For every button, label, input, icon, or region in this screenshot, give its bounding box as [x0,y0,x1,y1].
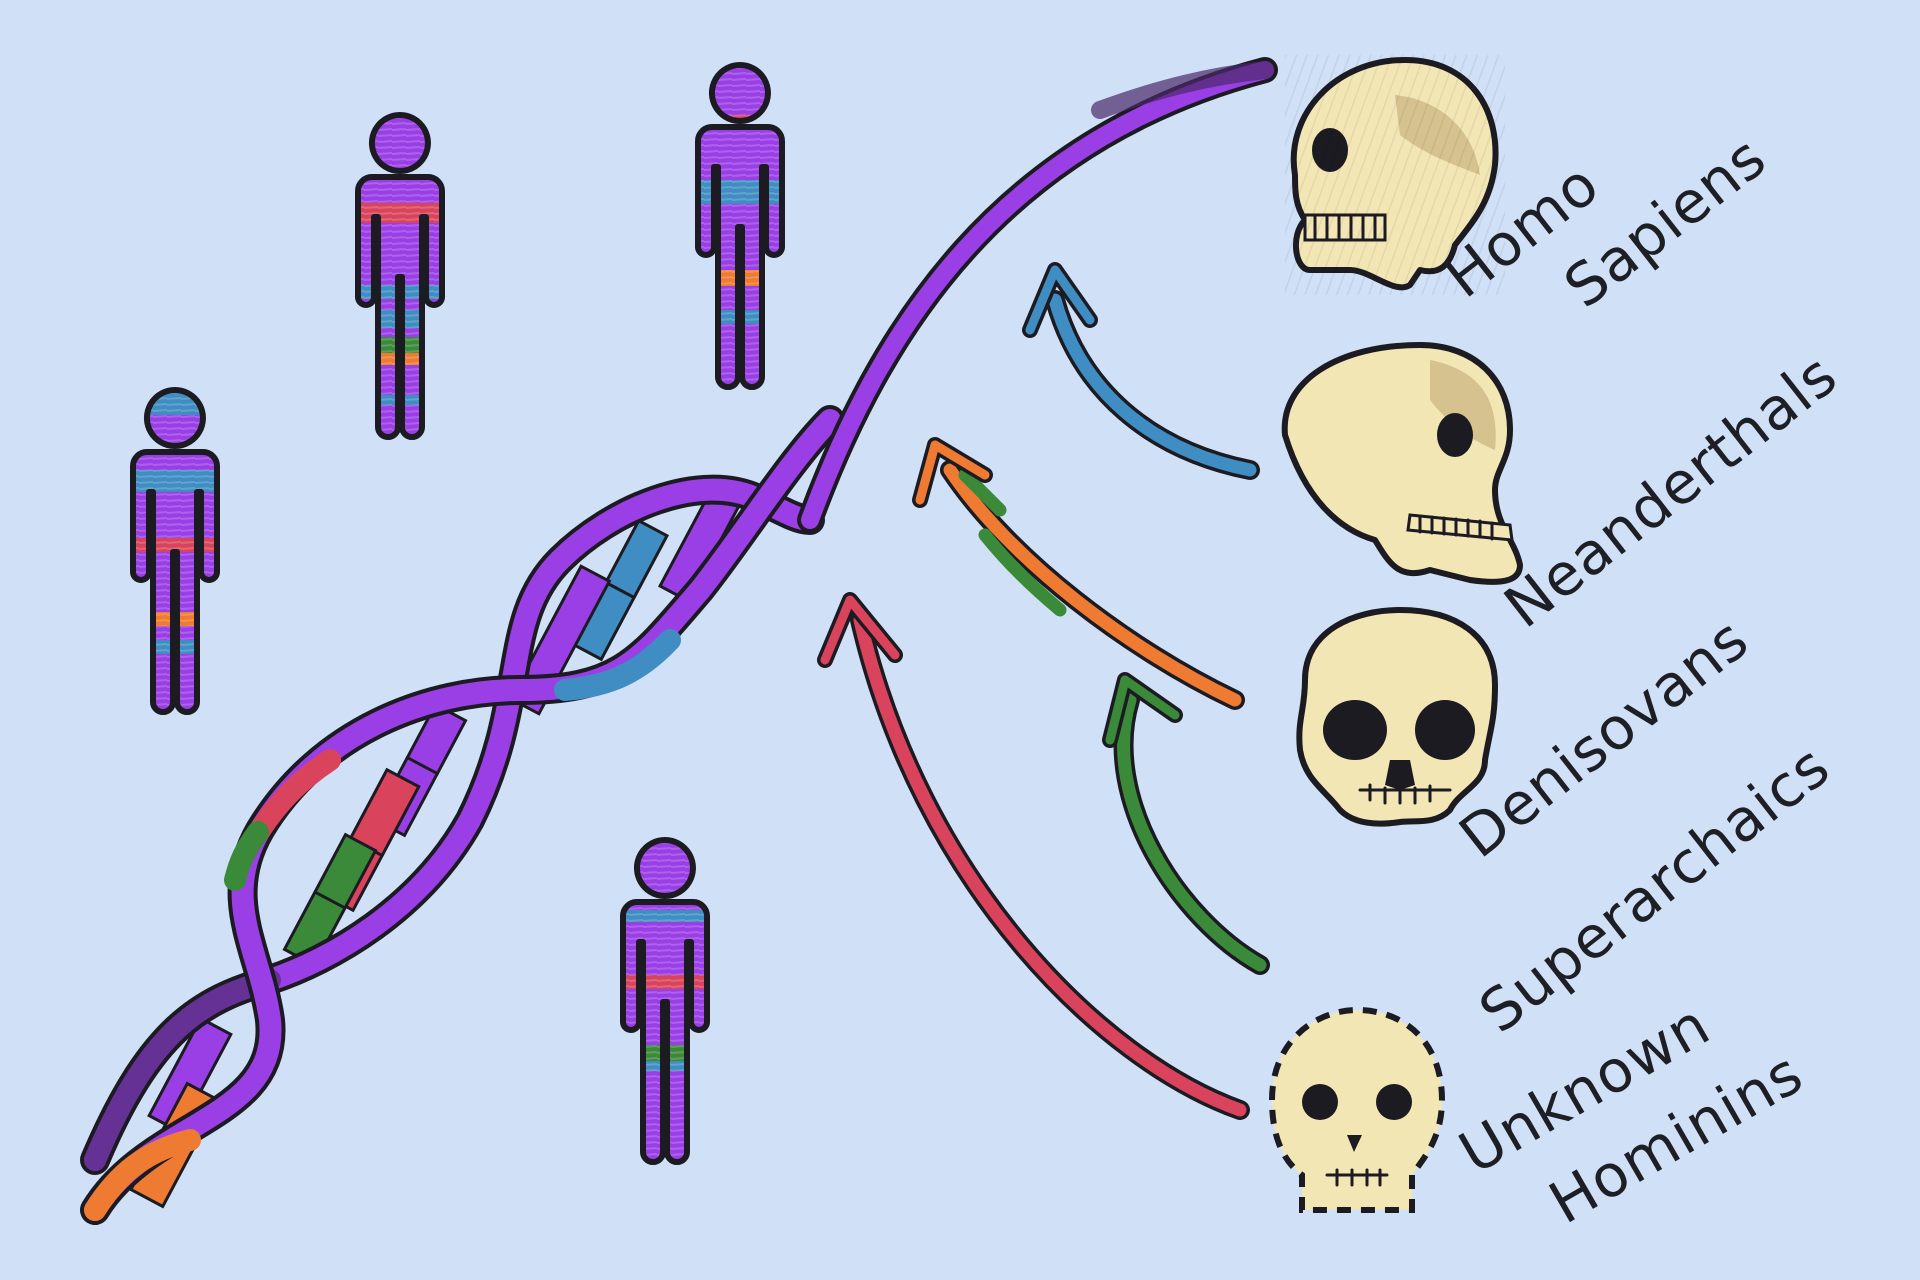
unknown-hominin-skull [1268,1006,1446,1213]
skulls [1268,55,1523,1213]
lineage-arrows [817,262,1270,1120]
arrow-unknown-hominins [817,592,1250,1120]
neanderthal-skull [1281,342,1523,585]
dna-double-helix [80,57,1278,1225]
denisovan-skull [1296,607,1498,827]
arrow-neanderthals [912,437,1245,710]
arrow-denisovans [1102,672,1270,975]
arrow-homo-sapiens [1022,262,1260,480]
homo-sapiens-skull [1285,55,1505,295]
